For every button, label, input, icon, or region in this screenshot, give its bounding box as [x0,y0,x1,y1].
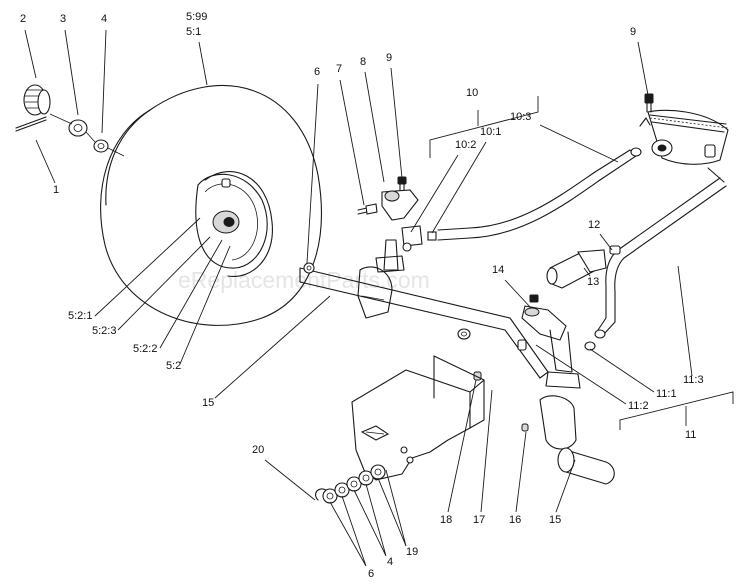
washer-6 [303,262,315,274]
callout-label-c4b: 4 [387,556,393,568]
callout-leader-c3 [64,29,79,116]
spindle-arm [375,189,419,273]
callout-label-c102: 10:2 [455,139,476,151]
callout-label-c101: 10:1 [480,126,501,138]
right-spindle [517,294,615,485]
washer-6b [457,328,471,340]
callout-label-c113: 11:3 [683,374,704,386]
washer-stack [315,464,386,504]
bearing-cap [23,84,51,116]
washer-stack-leaders [329,469,407,567]
callout-label-c13: 13 [587,276,599,288]
callout-leader-c113 [677,265,693,377]
callout-leader-c4a [101,29,107,134]
callout-label-c16: 16 [509,514,521,526]
callout-leader-c18 [447,379,477,513]
callout-label-c52: 5:2 [166,360,181,372]
callout-leader-c103 [539,124,619,163]
tie-rod [584,167,727,351]
pivot-bracket [546,245,621,289]
sector-gear [639,93,729,165]
callout-label-c521: 5:2:1 [68,310,92,322]
callout-label-c14: 14 [492,264,504,276]
callout-leader-c13 [583,267,591,277]
callout-label-c11: 11 [685,429,696,441]
tie-rod-end [401,225,437,252]
callout-label-c20: 20 [252,444,264,456]
callout-leader-c102 [410,154,459,233]
callout-label-c6a: 6 [314,66,320,78]
callout-leader-c15b [555,459,576,513]
callout-label-c522: 5:2:2 [133,343,157,355]
callout-leader-c522 [159,239,223,349]
callout-leader-c523 [117,236,211,331]
callout-leader-c8 [364,71,385,183]
nut-9a [397,176,407,191]
callout-leader-c7 [339,79,365,206]
callout-leader-c17 [480,389,493,513]
callout-leader-c111 [589,348,655,393]
callout-label-c2: 2 [20,13,26,25]
callout-label-c599: 5:99 [186,11,207,23]
callout-label-c9b: 9 [630,26,636,38]
callout-label-c112: 11:2 [628,400,649,412]
callout-leader-c2 [24,29,37,79]
callout-label-c51: 5:1 [186,26,201,38]
washer-3 [68,119,88,137]
callout-leader-c14 [504,279,532,309]
tire [100,84,322,326]
callout-label-c15a: 15 [202,397,214,409]
group-bracket-11 [619,391,734,430]
callout-leader-c9b [637,41,649,96]
callout-label-c17: 17 [473,514,485,526]
callout-label-c10: 10 [466,87,478,99]
callout-label-c523: 5:2:3 [92,325,116,337]
callout-label-c19: 19 [406,546,418,558]
bolt-7 [357,203,378,215]
callout-label-c6b: 6 [368,568,374,580]
callout-leader-c15a [214,295,331,399]
callout-label-c8: 8 [360,56,366,68]
callout-leader-c9a [390,67,403,179]
callout-label-c4a: 4 [101,13,107,25]
callout-label-c3: 3 [60,13,66,25]
callout-label-c7: 7 [336,63,342,75]
chassis-plate [351,355,485,481]
callout-label-c103: 10:3 [510,111,531,123]
callout-label-c111: 11:1 [656,388,677,400]
cotter-pin [15,116,47,132]
front-axle [299,266,549,379]
group-bracket-10 [429,96,539,158]
callout-leader-c16 [515,431,527,513]
callout-leader-c521 [94,217,201,317]
callout-leader-c6a [306,83,319,264]
callout-leader-c1 [35,139,56,184]
callout-leader-c12 [599,233,613,251]
callout-label-c12: 12 [588,219,600,231]
callout-leader-c20 [264,459,316,501]
callout-label-c1: 1 [53,184,59,196]
callout-label-c18: 18 [440,514,452,526]
callout-label-c15b: 15 [549,514,561,526]
callout-label-c9a: 9 [386,52,392,64]
callout-leader-c52 [179,245,231,365]
drag-link [437,147,642,241]
callout-leader-c112 [535,344,627,405]
washer-4 [93,139,109,153]
callout-leader-c101 [431,141,487,234]
pin-16 [521,423,529,432]
callout-leader-c51 [198,41,208,86]
